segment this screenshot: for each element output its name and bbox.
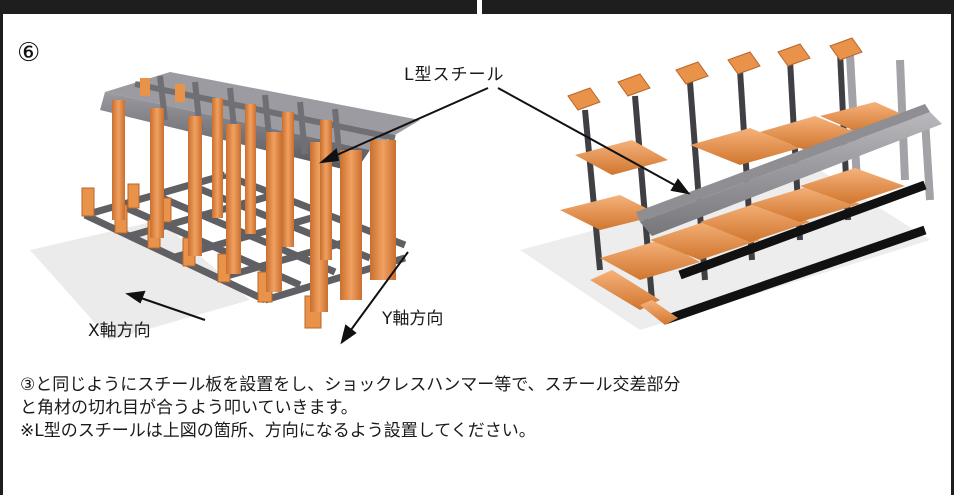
x-direction-label: X軸方向 <box>88 321 151 341</box>
top-border-bar <box>0 0 954 14</box>
vertical-wood-boards <box>112 78 396 312</box>
instruction-line-1: ③と同じようにスチール板を設置をし、ショックレスハンマー等で、スチール交差部分 <box>20 375 681 395</box>
arrow-steel-left <box>329 87 489 159</box>
y-direction-label: Y軸方向 <box>382 309 444 329</box>
top-bar-divider <box>477 0 482 14</box>
l-steel-label: L型スチール <box>404 65 505 85</box>
l-steel-bar-right <box>640 112 942 236</box>
instruction-line-2: と角材の切れ目が合うよう叩いていきます。 <box>20 398 358 418</box>
top-wood-blocks <box>567 37 863 111</box>
instruction-text: ③と同じようにスチール板を設置をし、ショックレスハンマー等で、スチール交差部分 … <box>20 374 920 443</box>
bottom-black-bars <box>663 180 927 325</box>
step-number: ⑥ <box>17 38 41 68</box>
horizontal-wood-boards <box>560 102 915 325</box>
instruction-line-3: ※L型のスチールは上図の箇所、方向になるよう設置してください。 <box>20 421 536 441</box>
arrow-steel-right <box>497 87 691 195</box>
arrow-x-direction <box>137 296 206 321</box>
arrow-y-direction <box>347 251 409 335</box>
arrow-group-left <box>125 87 489 345</box>
